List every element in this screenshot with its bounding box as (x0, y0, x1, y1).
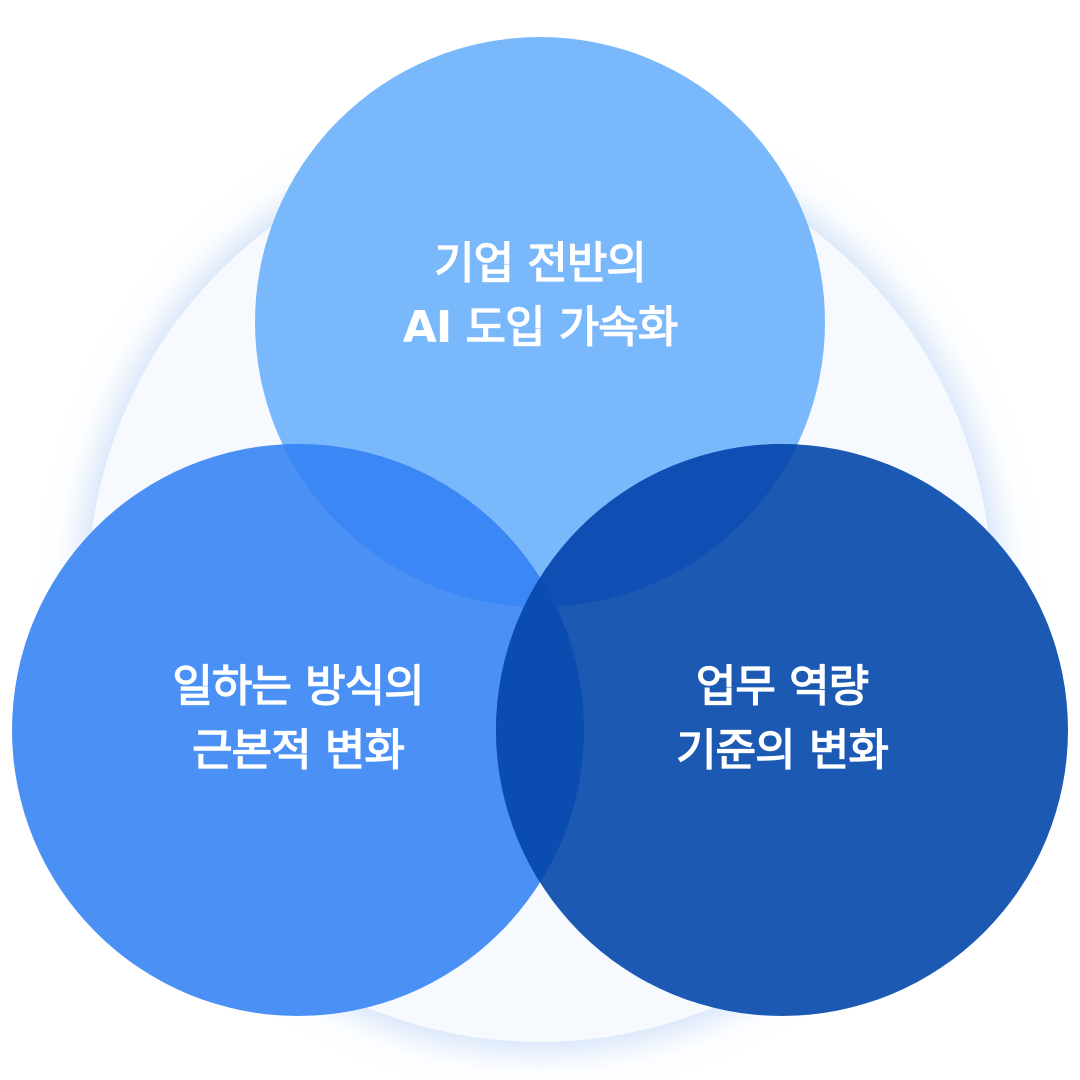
overlap-top-right (496, 444, 825, 607)
label-left-line-2: 근본적 변화 (192, 725, 405, 776)
label-right-line-2: 기준의 변화 (676, 725, 889, 776)
label-right-line-1: 업무 역량 (695, 661, 869, 712)
label-left: 일하는 방식의 근본적 변화 (78, 655, 518, 783)
label-top-line-2: AI 도입 가속화 (402, 302, 678, 353)
label-top: 기업 전반의 AI 도입 가속화 (320, 232, 760, 360)
label-left-line-1: 일하는 방식의 (172, 661, 424, 712)
label-right: 업무 역량 기준의 변화 (562, 655, 1002, 783)
overlap-top-left (255, 444, 584, 607)
label-top-line-1: 기업 전반의 (434, 238, 647, 289)
